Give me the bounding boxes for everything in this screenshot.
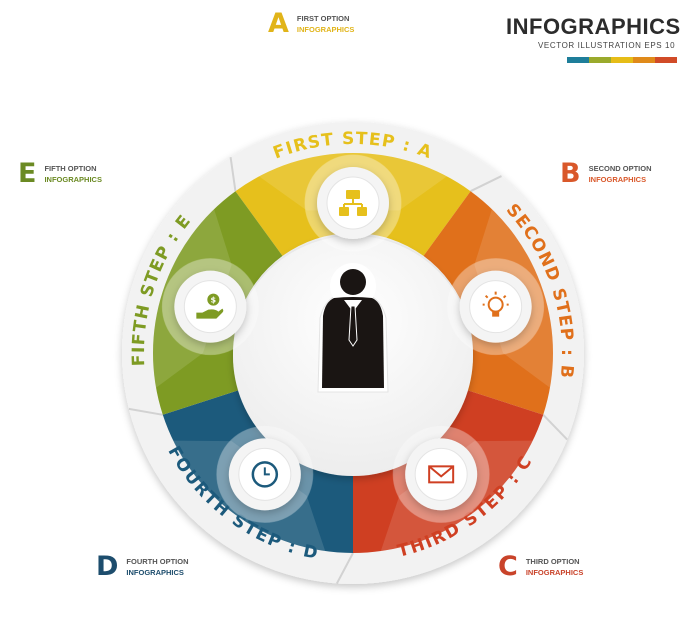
step-bubble <box>216 425 314 523</box>
option-a-title: FIRST OPTION <box>296 14 350 23</box>
svg-text:$: $ <box>211 296 217 305</box>
option-c-letter: C <box>498 551 518 582</box>
lightbulb-icon <box>482 291 509 317</box>
option-c: C THIRD OPTION INFOGRAPHICS <box>498 551 584 582</box>
ring-seam <box>128 407 163 416</box>
option-a: A FIRST OPTION INFOGRAPHICS <box>268 8 355 39</box>
option-c-subtitle: INFOGRAPHICS <box>525 568 584 577</box>
option-a-letter: A <box>268 8 289 39</box>
option-e-letter: E <box>18 158 37 189</box>
step-bubble: $ <box>161 258 259 356</box>
option-e-title: FIFTH OPTION <box>44 164 97 173</box>
infographics-title: INFOGRAPHICS <box>506 14 681 39</box>
color-palette <box>567 57 677 63</box>
businessman-icon <box>317 263 389 393</box>
bubble-core <box>183 280 237 334</box>
option-b: B SECOND OPTION INFOGRAPHICS <box>560 158 652 189</box>
option-e-subtitle: INFOGRAPHICS <box>44 175 102 184</box>
palette-swatch <box>589 57 611 63</box>
option-d: D FOURTH OPTION INFOGRAPHICS <box>96 551 189 582</box>
ring-seam <box>470 175 502 193</box>
ring-seam <box>542 414 568 441</box>
flowchart-icon <box>339 190 367 216</box>
option-b-letter: B <box>560 158 581 189</box>
ring-seam <box>336 552 354 584</box>
step-bubble <box>304 154 402 252</box>
option-b-title: SECOND OPTION <box>588 164 652 173</box>
bubble-core <box>469 280 523 334</box>
option-d-title: FOURTH OPTION <box>126 557 189 566</box>
step-bubble <box>447 258 545 356</box>
clock-icon <box>251 461 279 488</box>
palette-swatch <box>655 57 677 63</box>
palette-swatch <box>633 57 655 63</box>
option-d-letter: D <box>96 551 119 582</box>
bubble-core <box>414 447 468 501</box>
step-bubble <box>392 425 490 523</box>
envelope-icon <box>428 465 455 484</box>
ring-seam <box>229 156 237 192</box>
palette-swatch <box>611 57 633 63</box>
money-hand-icon: $ <box>196 293 224 319</box>
option-a-subtitle: INFOGRAPHICS <box>296 25 355 34</box>
option-c-title: THIRD OPTION <box>525 557 580 566</box>
palette-swatch <box>567 57 589 63</box>
option-b-subtitle: INFOGRAPHICS <box>588 175 647 184</box>
infographics-subtitle: VECTOR ILLUSTRATION EPS 10 <box>538 41 676 50</box>
option-d-subtitle: INFOGRAPHICS <box>126 568 184 577</box>
option-e: E FIFTH OPTION INFOGRAPHICS <box>18 158 102 189</box>
